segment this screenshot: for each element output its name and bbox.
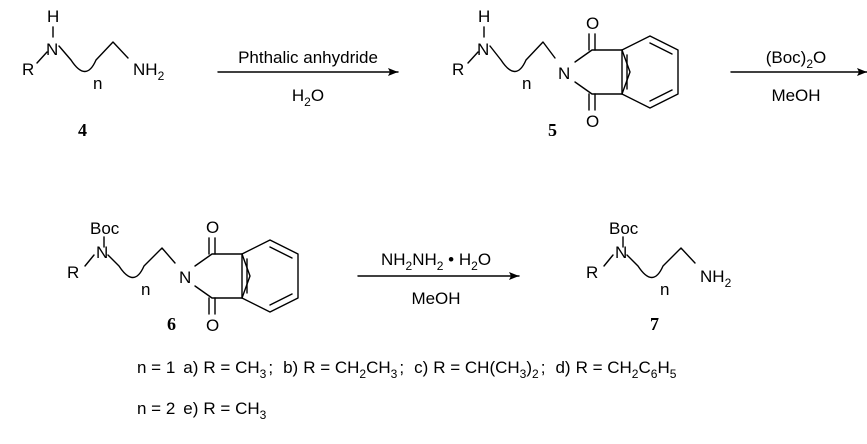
atom-boc: Boc xyxy=(90,219,120,238)
amine-nh: NH xyxy=(700,267,725,286)
amine-subscript: 2 xyxy=(158,69,165,83)
compound-number-5: 5 xyxy=(548,120,557,140)
legend-item-r: R = CH xyxy=(203,358,259,377)
reagent-text: Phthalic anhydride xyxy=(238,48,378,67)
legend-subscript: 5 xyxy=(670,367,677,381)
legend-subscript: 3 xyxy=(260,408,267,422)
atom-boc: Boc xyxy=(609,219,639,238)
solvent-part: H xyxy=(292,86,304,105)
arrow-3-reagent: NH2NH2 • H2O xyxy=(381,250,491,273)
compound-number-7: 7 xyxy=(650,314,659,334)
atom-h: H xyxy=(478,7,490,26)
amine-group: NH2 xyxy=(700,267,732,290)
amine-nh: NH xyxy=(133,60,158,79)
solvent-text: MeOH xyxy=(411,289,460,308)
atom-r: R xyxy=(452,60,464,79)
atom-o-top: O xyxy=(586,14,599,33)
atom-r: R xyxy=(586,263,598,282)
arrow-2: (Boc)2O MeOH xyxy=(730,48,867,105)
atom-o-bottom: O xyxy=(586,112,599,131)
legend-item-r: H xyxy=(657,358,669,377)
compound-6: Boc R N n N O O 6 xyxy=(67,218,299,335)
atom-imide-n: N xyxy=(558,64,570,83)
atom-n: N xyxy=(477,40,489,59)
legend-separator: ; xyxy=(399,358,404,377)
solvent-text: MeOH xyxy=(771,86,820,105)
compound-4: H R N n NH2 4 xyxy=(22,7,165,140)
reagent-dot: • xyxy=(443,250,458,269)
index-n: n xyxy=(660,280,669,299)
legend-item-tag: a) xyxy=(183,358,198,377)
legend-item-r: R = CH(CH xyxy=(433,358,519,377)
legend-item-r: ) xyxy=(526,358,532,377)
solvent-part: O xyxy=(311,86,324,105)
legend-item-r: R = CH xyxy=(203,399,259,418)
legend-row-n2: n = 2 e) R = CH3 xyxy=(137,399,267,422)
compound-7: Boc R N n NH2 7 xyxy=(586,219,732,334)
reagent-part: NH xyxy=(381,250,406,269)
atom-n: N xyxy=(615,243,627,262)
atom-r: R xyxy=(67,263,79,282)
amine-subscript: 2 xyxy=(725,276,732,290)
legend-subscript: 2 xyxy=(632,367,639,381)
legend-n-value: n = 1 xyxy=(137,358,175,377)
legend-item-tag: e) xyxy=(183,399,198,418)
legend-subscript: 3 xyxy=(520,367,527,381)
arrow-3: NH2NH2 • H2O MeOH xyxy=(357,250,520,308)
arrow-2-reagent: (Boc)2O xyxy=(766,48,827,71)
compound-number-4: 4 xyxy=(78,120,87,140)
legend-item-tag: b) xyxy=(283,358,298,377)
arrow-2-solvent: MeOH xyxy=(771,86,820,105)
amine-group: NH2 xyxy=(133,60,165,83)
atom-o-top: O xyxy=(206,218,219,237)
atom-imide-n: N xyxy=(179,268,191,287)
legend-item-r: CH xyxy=(366,358,391,377)
reagent-part: NH xyxy=(412,250,437,269)
reagent-part: O xyxy=(478,250,491,269)
reagent-subscript: 2 xyxy=(406,259,413,273)
atom-r: R xyxy=(22,60,34,79)
legend-subscript: 2 xyxy=(532,367,539,381)
reagent-part: H xyxy=(459,250,471,269)
atom-o-bottom: O xyxy=(206,316,219,335)
legend-subscript: 3 xyxy=(391,367,398,381)
index-n: n xyxy=(522,74,531,93)
legend-subscript: 3 xyxy=(260,367,267,381)
compound-5: H R N n N O O 5 xyxy=(452,7,679,140)
legend-item-tag: d) xyxy=(555,358,570,377)
arrow-1: Phthalic anhydride H2O xyxy=(217,48,399,109)
solvent-subscript: 2 xyxy=(304,95,311,109)
legend-n-value: n = 2 xyxy=(137,399,175,418)
atom-h: H xyxy=(47,7,59,26)
compound-number-6: 6 xyxy=(167,314,176,334)
legend-separator: ; xyxy=(268,358,273,377)
legend-item-tag: c) xyxy=(414,358,428,377)
legend-item-r: R = CH xyxy=(303,358,359,377)
atom-n: N xyxy=(96,243,108,262)
reagent-subscript: 2 xyxy=(806,57,813,71)
legend-separator: ; xyxy=(541,358,546,377)
index-n: n xyxy=(141,280,150,299)
arrow-1-reagent: Phthalic anhydride xyxy=(238,48,378,67)
index-n: n xyxy=(93,74,102,93)
legend-item-r: R = CH xyxy=(576,358,632,377)
arrow-3-solvent: MeOH xyxy=(411,289,460,308)
reagent-subscript: 2 xyxy=(437,259,444,273)
reagent-part: (Boc) xyxy=(766,48,807,67)
arrow-1-solvent: H2O xyxy=(292,86,324,109)
legend-subscript: 6 xyxy=(651,367,658,381)
atom-n: N xyxy=(46,40,58,59)
reagent-part: O xyxy=(813,48,826,67)
reagent-subscript: 2 xyxy=(471,259,478,273)
legend-subscript: 2 xyxy=(359,367,366,381)
legend-item-r: C xyxy=(638,358,650,377)
